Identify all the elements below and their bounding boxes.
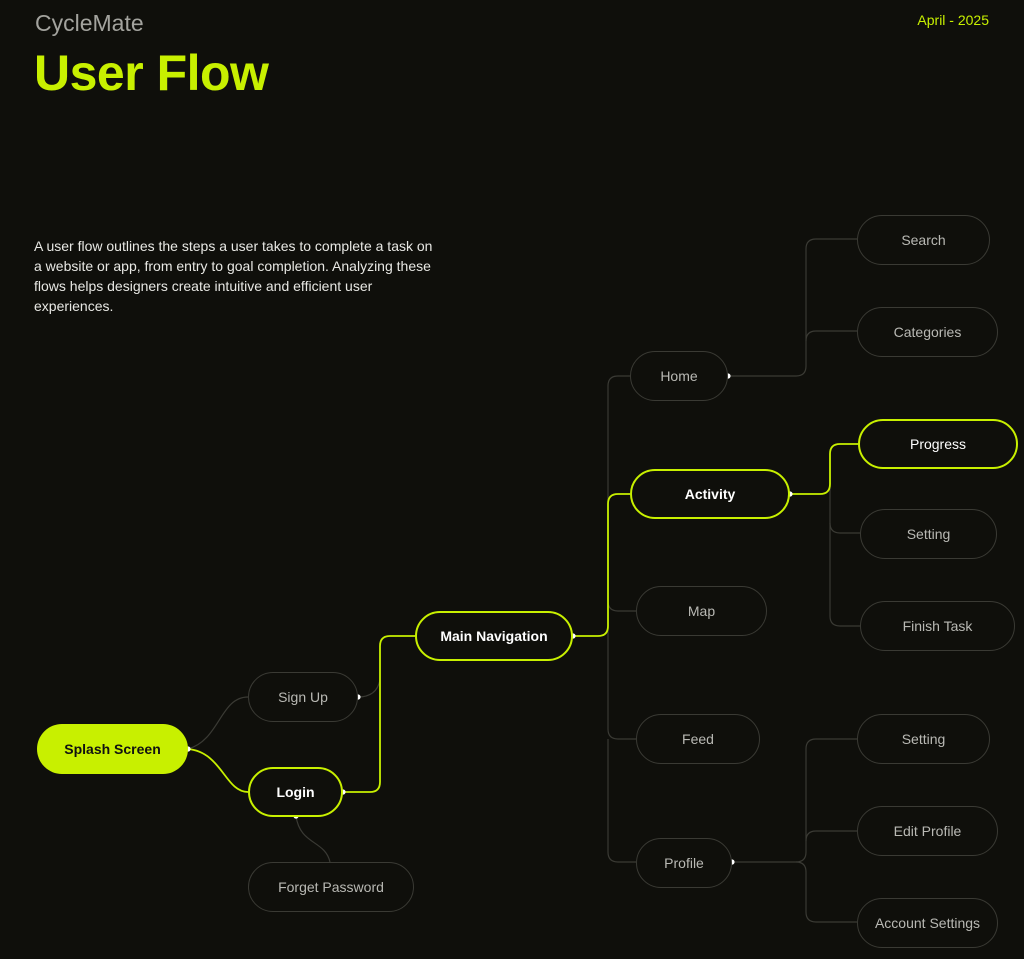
connector-splash-signup <box>187 696 249 750</box>
connector-signup-mainnav <box>357 679 381 698</box>
connector-categories <box>805 330 857 342</box>
connector-search <box>728 238 857 377</box>
node-setting-profile[interactable]: Setting <box>857 714 990 764</box>
brand-name: CycleMate <box>35 10 144 36</box>
node-feed[interactable]: Feed <box>636 714 760 764</box>
connector-home <box>607 375 630 494</box>
connector-login-forget <box>295 815 331 863</box>
page-title: User Flow <box>34 45 269 101</box>
connector-mainnav-activity <box>573 493 630 637</box>
node-setting-activity[interactable]: Setting <box>860 509 997 559</box>
connector-map <box>607 494 636 612</box>
connector-edit-profile <box>805 830 857 842</box>
description: A user flow outlines the steps a user ta… <box>34 238 433 314</box>
connector-account-settings <box>795 861 857 923</box>
connector-setting-profile <box>732 738 857 863</box>
connector-activity-progress <box>790 443 858 495</box>
node-map[interactable]: Map <box>636 586 767 636</box>
node-login[interactable]: Login <box>248 767 343 817</box>
active-connectors <box>187 443 858 793</box>
date-label: April - 2025 <box>917 12 989 28</box>
node-sign-up[interactable]: Sign Up <box>248 672 358 722</box>
node-activity[interactable]: Activity <box>630 469 790 519</box>
node-account-settings[interactable]: Account Settings <box>857 898 998 948</box>
inactive-connectors <box>187 238 860 923</box>
node-search[interactable]: Search <box>857 215 990 265</box>
node-home[interactable]: Home <box>630 351 728 401</box>
connector-finish-task <box>829 523 860 627</box>
connector-splash-login <box>187 748 249 793</box>
node-forget-password[interactable]: Forget Password <box>248 862 414 912</box>
node-main-navigation[interactable]: Main Navigation <box>415 611 573 661</box>
node-progress[interactable]: Progress <box>858 419 1018 469</box>
node-edit-profile[interactable]: Edit Profile <box>857 806 998 856</box>
node-profile[interactable]: Profile <box>636 838 732 888</box>
node-splash-screen[interactable]: Splash Screen <box>37 724 188 774</box>
node-finish-task[interactable]: Finish Task <box>860 601 1015 651</box>
connector-feed <box>607 611 636 740</box>
connector-setting-activity <box>829 466 860 534</box>
connector-login-mainnav <box>343 635 415 793</box>
connector-profile <box>607 739 636 863</box>
node-categories[interactable]: Categories <box>857 307 998 357</box>
